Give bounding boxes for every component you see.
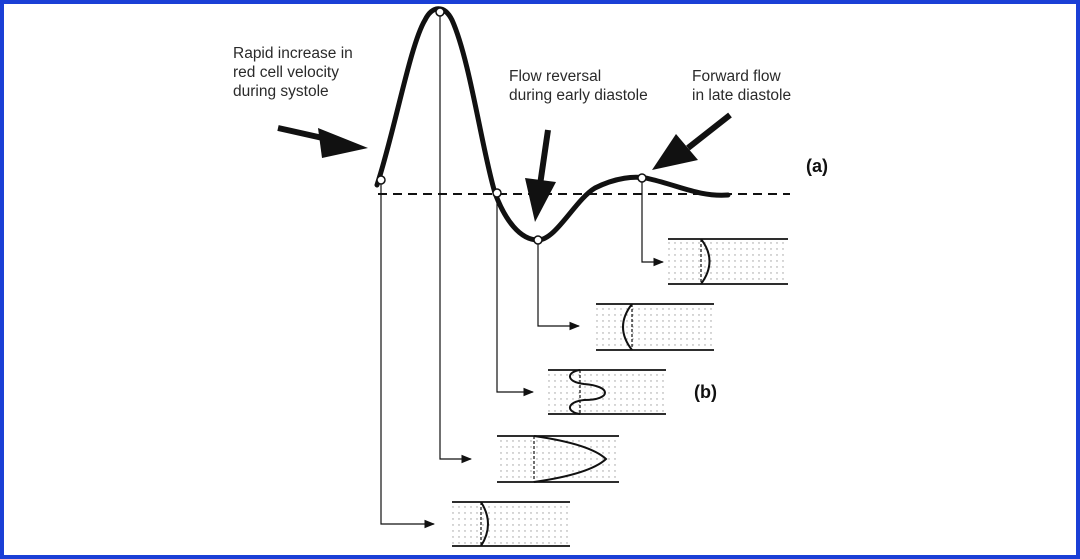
vessel-profile-systole-onset bbox=[452, 501, 570, 547]
leader-line bbox=[496, 197, 535, 397]
sample-point bbox=[492, 188, 502, 198]
sample-point bbox=[533, 235, 543, 245]
leader-line bbox=[537, 244, 581, 331]
leader-line bbox=[641, 182, 665, 267]
annotation-early-diastole: Flow reversal during early diastole bbox=[509, 68, 648, 104]
vessel-profile-reversal-onset bbox=[548, 369, 666, 415]
vessel-profile-peak-systole bbox=[497, 435, 619, 483]
sample-point bbox=[376, 175, 386, 185]
sample-point bbox=[435, 7, 445, 17]
vessel-profile-early-diastole bbox=[596, 303, 714, 351]
velocity-waveform bbox=[374, 6, 731, 243]
arrow-late-diastole bbox=[652, 112, 732, 170]
arrow-systole bbox=[277, 125, 368, 158]
annotation-systole: Rapid increase in red cell velocity duri… bbox=[233, 45, 353, 100]
panel-label-b: (b) bbox=[694, 382, 717, 402]
sample-point bbox=[637, 173, 647, 183]
leader-line bbox=[439, 16, 473, 464]
vessel-profile-late-diastole bbox=[668, 238, 788, 285]
panel-label-a: (a) bbox=[806, 156, 828, 176]
leader-line bbox=[380, 184, 436, 529]
annotation-late-diastole: Forward flow in late diastole bbox=[692, 68, 792, 104]
arrow-early-diastole bbox=[525, 129, 556, 222]
